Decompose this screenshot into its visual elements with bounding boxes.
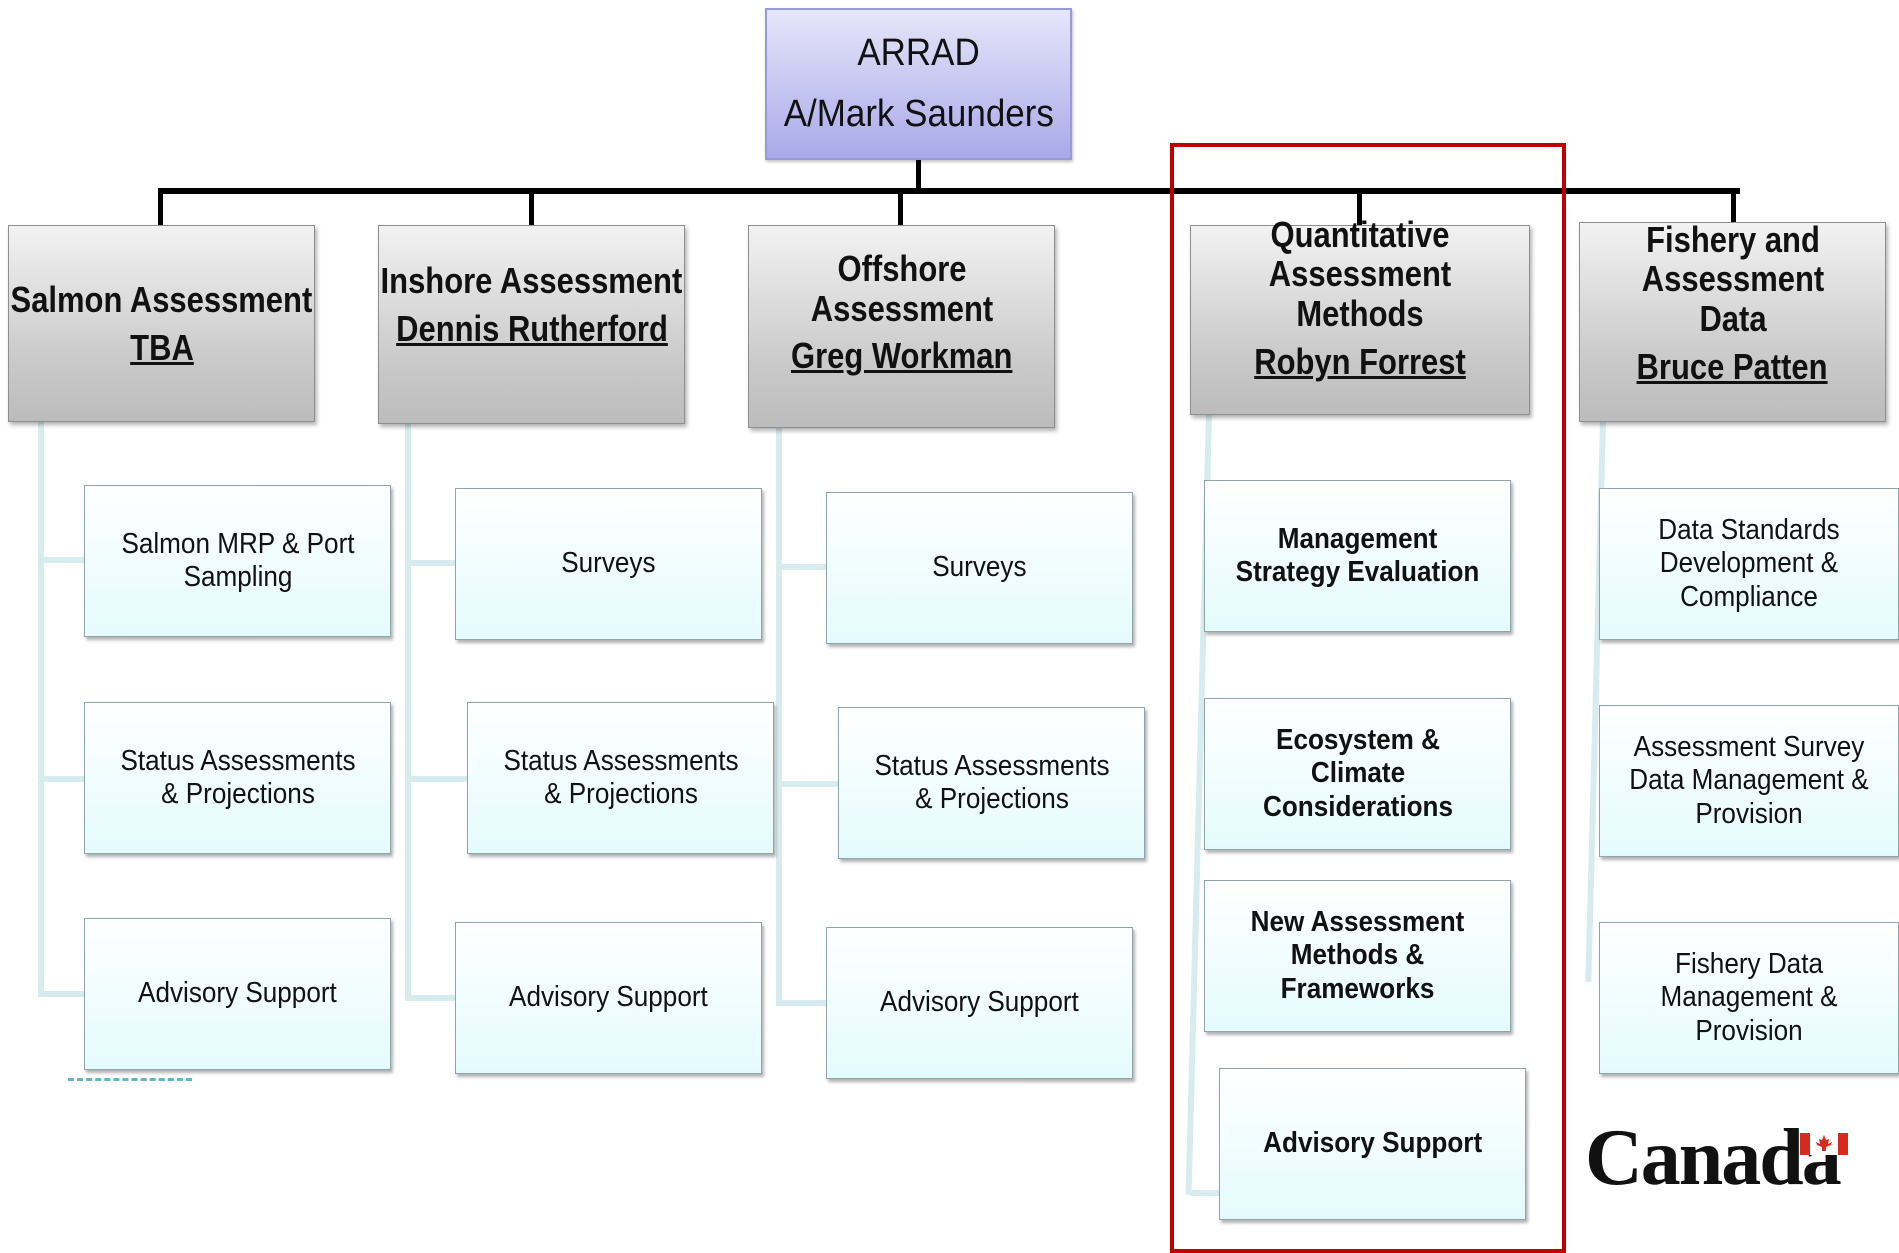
quantitative-item-3: New Assessment Methods & Frameworks — [1204, 880, 1511, 1032]
offshore-item-1: Surveys — [826, 492, 1133, 644]
connector-quantitative — [1357, 188, 1362, 226]
item-label: Salmon MRP & Port Sampling — [120, 527, 355, 593]
item-label: Advisory Support — [138, 977, 337, 1010]
quantitative-item-1: Management Strategy Evaluation — [1204, 480, 1511, 632]
connector-fishery — [1731, 188, 1736, 226]
salmon-spine — [38, 422, 44, 997]
root-node: ARRAD A/Mark Saunders — [765, 8, 1072, 160]
division-title: Salmon Assessment — [10, 278, 313, 320]
item-label: Advisory Support — [1263, 1127, 1482, 1160]
canada-wordmark: Canada — [1585, 1114, 1842, 1202]
offshore-item-2: Status Assessments & Projections — [838, 707, 1145, 859]
item-label: Ecosystem & Climate Considerations — [1262, 723, 1453, 823]
offshore-branch-3 — [776, 1000, 826, 1006]
fishery-item-3: Fishery Data Management & Provision — [1599, 922, 1899, 1074]
salmon-item-2: Status Assessments & Projections — [84, 702, 391, 854]
inshore-branch-1 — [405, 560, 455, 566]
item-label: Advisory Support — [509, 981, 708, 1014]
dashed-mark — [68, 1078, 192, 1081]
inshore-spine — [405, 424, 411, 1001]
item-label: Surveys — [561, 547, 656, 580]
division-lead: Robyn Forrest — [1254, 340, 1466, 382]
division-title: Fishery and Assessment Data — [1641, 218, 1824, 339]
division-title: Inshore Assessment — [380, 259, 683, 301]
division-header-inshore: Inshore Assessment Dennis Rutherford — [378, 225, 685, 424]
fishery-item-2: Assessment Survey Data Management & Prov… — [1599, 705, 1899, 857]
quantitative-branch-4 — [1190, 1190, 1220, 1196]
canada-flag-icon — [1800, 1133, 1848, 1155]
item-label: Status Assessments & Projections — [119, 744, 356, 810]
division-header-fishery: Fishery and Assessment Data Bruce Patten — [1579, 218, 1886, 422]
inshore-item-3: Advisory Support — [455, 922, 762, 1074]
offshore-branch-1 — [776, 564, 826, 570]
division-lead: Greg Workman — [790, 335, 1013, 377]
offshore-branch-2 — [776, 781, 838, 787]
division-lead: Bruce Patten — [1636, 345, 1828, 387]
inshore-item-1: Surveys — [455, 488, 762, 640]
item-label: Status Assessments & Projections — [502, 744, 739, 810]
salmon-item-3: Advisory Support — [84, 918, 391, 1070]
item-label: New Assessment Methods & Frameworks — [1250, 905, 1465, 1005]
inshore-item-2: Status Assessments & Projections — [467, 702, 774, 854]
root-name: A/Mark Saunders — [783, 93, 1054, 135]
division-header-salmon: Salmon Assessment TBA — [8, 225, 315, 422]
division-lead: Dennis Rutherford — [395, 307, 668, 349]
salmon-branch-2 — [38, 776, 84, 782]
division-lead: TBA — [129, 326, 194, 368]
fishery-item-1: Data Standards Development & Compliance — [1599, 488, 1899, 640]
division-header-quantitative: Quantitative Assessment Methods Robyn Fo… — [1190, 215, 1530, 415]
item-label: Fishery Data Management & Provision — [1660, 947, 1838, 1047]
inshore-branch-2 — [405, 776, 467, 782]
inshore-branch-3 — [405, 995, 455, 1001]
connector-inshore — [529, 188, 534, 226]
salmon-branch-3 — [38, 991, 84, 997]
item-label: Data Standards Development & Compliance — [1658, 513, 1840, 613]
offshore-item-3: Advisory Support — [826, 927, 1133, 1079]
highlight-frame — [1170, 143, 1566, 1253]
item-label: Assessment Survey Data Management & Prov… — [1629, 730, 1869, 830]
salmon-item-1: Salmon MRP & Port Sampling — [84, 485, 391, 637]
quantitative-item-4: Advisory Support — [1219, 1068, 1526, 1220]
quantitative-item-2: Ecosystem & Climate Considerations — [1204, 698, 1511, 850]
root-title: ARRAD — [857, 32, 980, 75]
top-connector-line — [158, 188, 1740, 194]
connector-offshore — [898, 188, 903, 226]
division-title: Quantitative Assessment Methods — [1268, 213, 1452, 334]
connector-salmon — [158, 188, 163, 226]
offshore-spine — [776, 428, 782, 1006]
salmon-branch-1 — [38, 557, 84, 563]
division-title: Offshore Assessment — [810, 248, 993, 329]
item-label: Surveys — [932, 551, 1027, 584]
item-label: Management Strategy Evaluation — [1235, 522, 1480, 588]
division-header-offshore: Offshore Assessment Greg Workman — [748, 225, 1055, 428]
root-connector-line — [916, 160, 921, 192]
item-label: Status Assessments & Projections — [873, 749, 1110, 815]
item-label: Advisory Support — [880, 986, 1079, 1019]
